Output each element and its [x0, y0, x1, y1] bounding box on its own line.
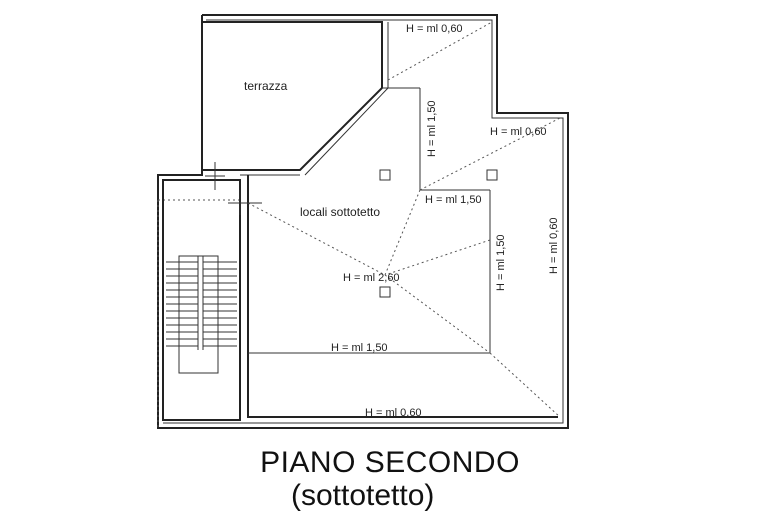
- height-label-bottom: H = ml 0,60: [365, 407, 422, 419]
- height-label-center: H = ml 2,60: [343, 272, 400, 284]
- height-label-right-vertical: H = ml 0,60: [548, 217, 560, 274]
- height-label-lower: H = ml 1,50: [331, 342, 388, 354]
- floor-plan: terrazza locali sottotetto H = ml 0,60 H…: [157, 14, 569, 429]
- height-label-right-upper: H = ml 0,60: [490, 126, 547, 138]
- staircase: [162, 179, 241, 421]
- attic-walls: [240, 174, 558, 418]
- height-label-inner-vertical: H = ml 1,50: [495, 234, 507, 291]
- height-label-mid: H = ml 1,50: [425, 194, 482, 206]
- height-label-vertical-upper: H = ml 1,50: [426, 100, 438, 157]
- plan-subtitle: (sottotetto): [291, 479, 435, 512]
- terrace-walls: [202, 21, 421, 190]
- vent-markers: [379, 169, 498, 298]
- height-label-top-right: H = ml 0,60: [406, 23, 463, 35]
- outer-walls: [157, 14, 569, 429]
- roof-ridges: [157, 21, 561, 428]
- room-label-terrace: terrazza: [244, 79, 288, 93]
- room-label-attic: locali sottotetto: [300, 205, 380, 219]
- plan-title: PIANO SECONDO: [260, 446, 520, 479]
- cross-markers: [205, 162, 262, 215]
